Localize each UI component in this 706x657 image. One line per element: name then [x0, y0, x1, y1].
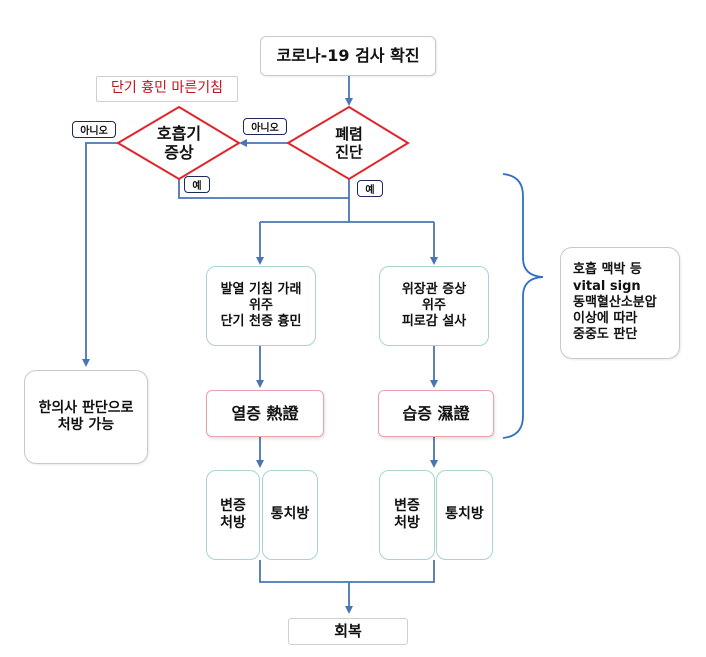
damp-common-rx-node: 통치방	[436, 470, 493, 560]
kmd-decision-node: 한의사 판단으로 처방 가능	[24, 370, 148, 464]
gi-symptoms-node: 위장관 증상 위주 피로감 설사	[379, 266, 489, 346]
arrow-respiratory-to-kmd	[82, 142, 118, 367]
no-respiratory-tag: 아니오	[72, 121, 116, 138]
yes-pneumonia-tag: 예	[357, 180, 383, 197]
damp-pattern-node: 습증 濕證	[378, 390, 494, 437]
respiratory-diamond	[116, 105, 241, 181]
no-pneumonia-tag: 아니오	[243, 118, 287, 135]
line-rx-merge	[259, 560, 435, 583]
recovery-node: 회복	[288, 618, 408, 645]
respiratory-text: 호흡기 증상	[156, 123, 202, 162]
heat-pattern-node: 열증 熱證	[206, 390, 324, 437]
severity-note-node: 호흡 맥박 등 vital sign 동맥혈산소분압 이상에 따라 중중도 판단	[560, 247, 680, 359]
confirm-node: 코로나-19 검사 확진	[260, 36, 436, 76]
pneumonia-diamond	[286, 105, 410, 181]
damp-pattern-rx-node: 변증 처방	[379, 470, 435, 560]
heat-pattern-rx-node: 변증 처방	[206, 470, 260, 560]
mild-symptoms-label: 단기 흉민 마른기침	[96, 76, 238, 102]
heat-symptoms-node: 발열 기침 가래 위주 단기 천증 흉민	[206, 266, 316, 346]
yes-respiratory-tag: 예	[184, 176, 210, 193]
pneumonia-text: 폐렴 진단	[335, 125, 363, 161]
line-respiratory-yes	[178, 172, 349, 199]
heat-common-rx-node: 통치방	[262, 470, 318, 560]
confirm-text: 코로나-19 검사 확진	[276, 46, 420, 65]
severity-brace	[502, 173, 544, 439]
